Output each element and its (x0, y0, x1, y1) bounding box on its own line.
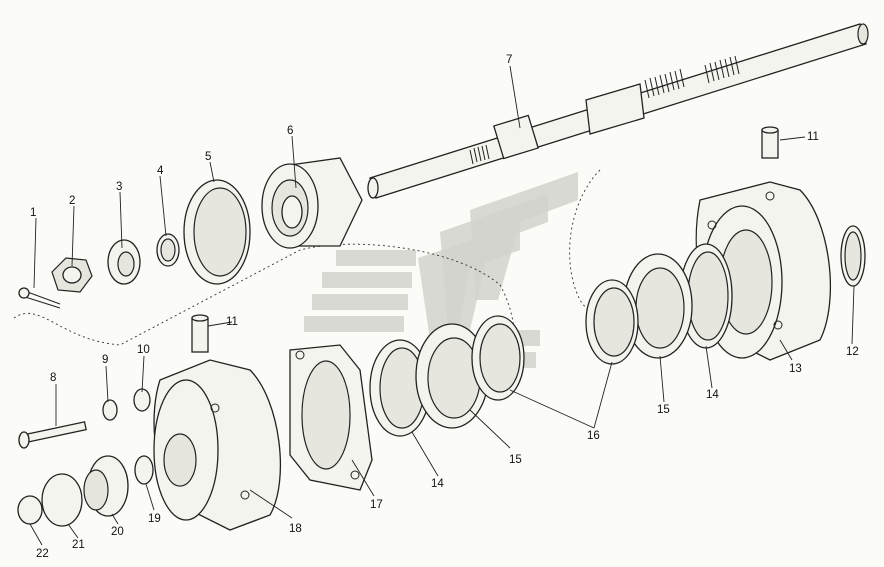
label-6: 6 (287, 125, 293, 137)
label-19: 19 (148, 513, 161, 525)
washer (107, 239, 141, 285)
shaft (367, 23, 869, 199)
label-5: 5 (205, 151, 211, 163)
flat-washer (133, 388, 151, 412)
label-20: 20 (111, 526, 124, 538)
fitting-left (191, 314, 209, 353)
clamp-ring (41, 473, 83, 527)
label-14-left: 14 (431, 478, 444, 490)
leader-lines (29, 65, 855, 546)
label-11-left: 11 (226, 316, 238, 328)
bellows-boot (83, 455, 129, 517)
label-1: 1 (30, 207, 36, 219)
label-13: 13 (789, 363, 802, 375)
o-ring-small (156, 233, 180, 267)
lock-washer (102, 399, 118, 421)
label-16: 16 (587, 430, 600, 442)
label-12: 12 (846, 346, 859, 358)
o-ring-19 (134, 455, 154, 485)
snap-ring (17, 495, 43, 525)
gasket (289, 344, 373, 491)
label-2: 2 (69, 195, 75, 207)
label-18: 18 (289, 523, 302, 535)
o-ring-right (840, 225, 866, 287)
seal-set-right (585, 243, 733, 365)
label-17: 17 (370, 499, 383, 511)
label-9: 9 (102, 354, 108, 366)
label-11-right: 11 (807, 131, 819, 143)
label-14-right: 14 (706, 389, 719, 401)
label-10: 10 (137, 344, 150, 356)
bearing-sleeve (261, 157, 363, 249)
fitting-right (761, 126, 779, 159)
label-7: 7 (506, 54, 512, 66)
label-22: 22 (36, 548, 49, 560)
bolt (18, 421, 87, 449)
label-21: 21 (72, 539, 85, 551)
label-8: 8 (50, 372, 56, 384)
label-4: 4 (157, 165, 164, 177)
cotter-pin (18, 287, 61, 309)
seal-ring (183, 179, 251, 285)
label-15-left: 15 (509, 454, 522, 466)
label-15-right: 15 (657, 404, 670, 416)
part-labels: 1 2 3 4 5 6 7 8 9 10 11 11 12 13 14 14 1… (30, 54, 859, 560)
label-3: 3 (116, 181, 122, 193)
housing-left (153, 359, 281, 531)
seal-set-left (369, 315, 525, 437)
castle-nut (51, 257, 93, 293)
